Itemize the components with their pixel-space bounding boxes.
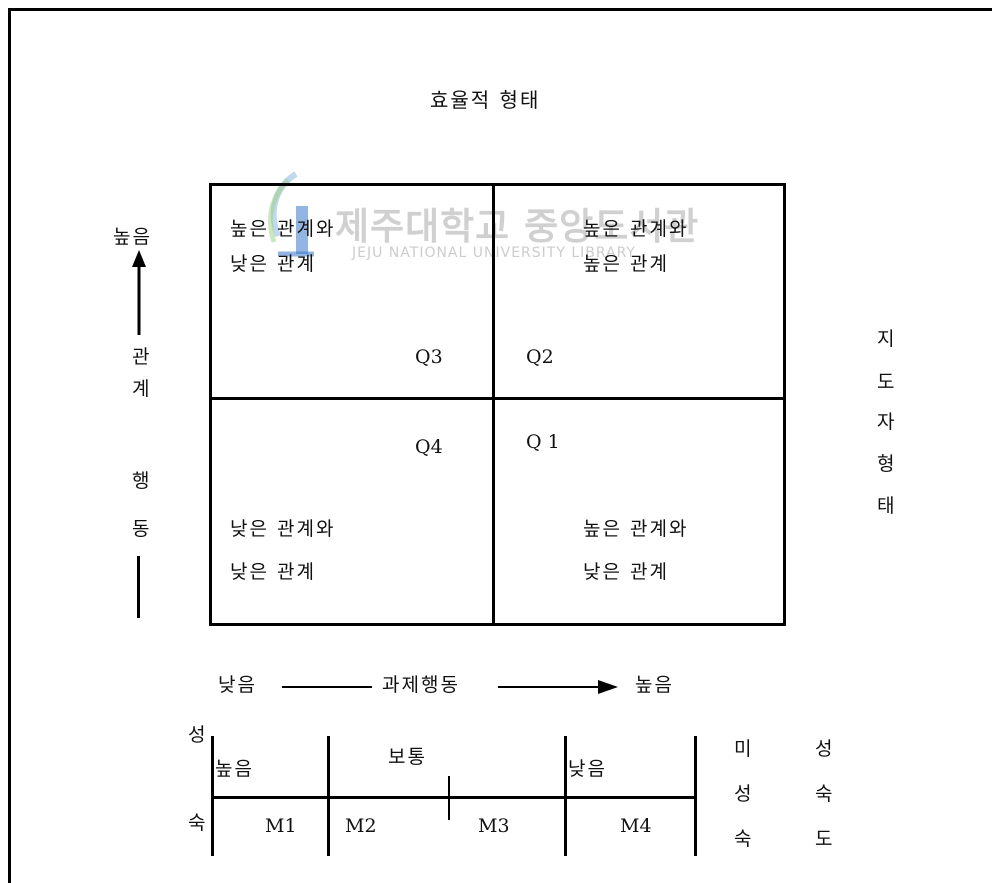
maturity-stage-m2: M2 (345, 815, 377, 837)
q1-text-line1: 높은 관계와 (583, 518, 689, 540)
y-axis-char-1: 관 (132, 346, 150, 368)
maturity-stage-m1: M1 (265, 815, 297, 837)
y-axis-char-4: 동 (132, 518, 150, 540)
frame-left-border (8, 8, 11, 883)
maturity-right-col1-char-2: 성 (734, 783, 752, 805)
right-label-char-3: 자 (877, 411, 895, 433)
y-axis-high-label: 높음 (113, 226, 152, 248)
q3-label: Q3 (415, 346, 443, 368)
q2-text-line1: 높은 관계와 (583, 218, 689, 240)
y-axis-char-2: 계 (132, 378, 150, 400)
right-label-char-4: 형 (877, 453, 895, 475)
y-axis-lower-line (137, 556, 140, 618)
watermark-text: 제주대학교 중앙도서관 (335, 205, 700, 248)
maturity-left-char-1: 성 (188, 724, 206, 746)
x-axis-left-line (282, 686, 372, 688)
maturity-baseline (211, 796, 697, 799)
q3-text-line2: 낮은 관계 (230, 253, 316, 275)
maturity-left-char-2: 숙 (188, 812, 206, 834)
maturity-stage-m3: M3 (478, 815, 510, 837)
q4-text-line2: 낮은 관계 (230, 561, 316, 583)
x-axis-title: 과제행동 (382, 674, 460, 696)
q4-label: Q4 (415, 436, 443, 458)
q4-text-line1: 낮은 관계와 (230, 518, 336, 540)
y-axis-up-arrow-icon (132, 250, 146, 335)
q2-text-line2: 높은 관계 (583, 253, 669, 275)
q1-label: Q 1 (526, 431, 560, 453)
maturity-stage-m4: M4 (620, 815, 652, 837)
x-axis-right-arrow-icon (498, 680, 618, 694)
maturity-right-col2-char-2: 숙 (815, 783, 833, 805)
maturity-level-high: 높음 (215, 758, 254, 780)
y-axis-char-3: 행 (132, 470, 150, 492)
right-label-char-2: 도 (877, 371, 895, 393)
maturity-right-col1-char-3: 숙 (734, 828, 752, 850)
maturity-right-col2-char-3: 도 (815, 828, 833, 850)
maturity-level-medium: 보통 (388, 746, 427, 768)
q3-text-line1: 높은 관계와 (230, 218, 336, 240)
q1-text-line2: 낮은 관계 (583, 561, 669, 583)
maturity-right-col2-char-1: 성 (815, 738, 833, 760)
quadrant-grid (209, 183, 786, 626)
right-label-char-5: 태 (877, 495, 895, 517)
maturity-right-col1-char-1: 미 (734, 738, 752, 760)
grid-vertical-divider (492, 183, 495, 626)
diagram-title: 효율적 형태 (430, 88, 541, 112)
x-axis-high-label: 높음 (635, 674, 674, 696)
right-label-char-1: 지 (877, 328, 895, 350)
x-axis-low-label: 낮음 (218, 674, 257, 696)
frame-top-border (10, 8, 992, 11)
maturity-level-low: 낮음 (568, 758, 607, 780)
grid-horizontal-divider (209, 397, 786, 400)
q2-label: Q2 (526, 346, 554, 368)
